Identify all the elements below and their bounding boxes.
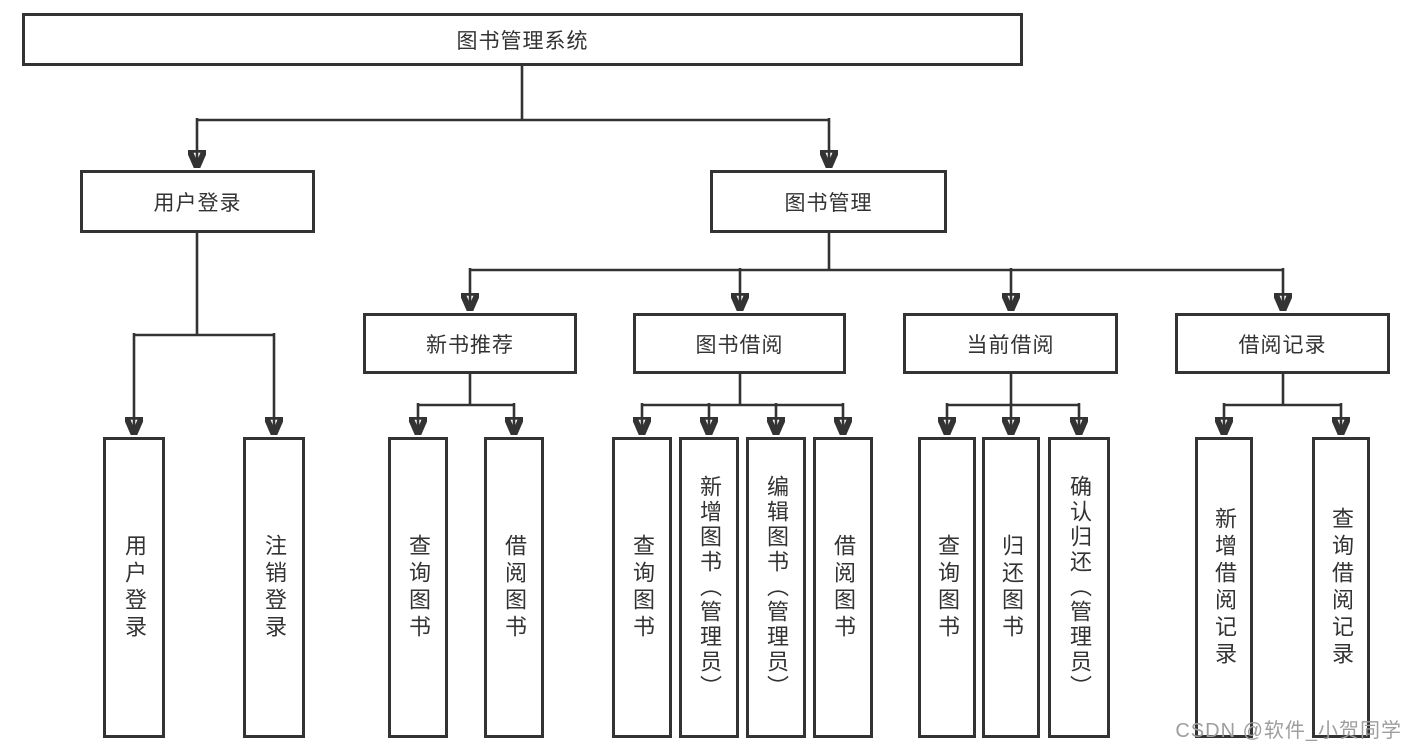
- node-label: 借阅记录: [1238, 333, 1327, 357]
- leaf-edit-books-admin: 编辑图书（管理员）: [746, 437, 806, 738]
- leaf-return-books: 归还图书: [982, 437, 1040, 738]
- node-label: 借阅图书: [831, 533, 856, 642]
- node-book-borrow: 图书借阅: [633, 313, 846, 374]
- node-user-login: 用户登录: [80, 170, 315, 233]
- connector-user-login-children: [134, 232, 274, 435]
- node-label: 查询借阅记录: [1329, 506, 1354, 669]
- connector-current-borrow-children: [947, 374, 1079, 435]
- node-book-management: 图书管理: [710, 170, 947, 233]
- connector-book-management-children: [470, 232, 1283, 311]
- leaf-add-books-admin: 新增图书（管理员）: [679, 437, 739, 738]
- connector-book-borrow-children: [642, 374, 843, 435]
- connector-root-to-level2: [197, 65, 829, 168]
- node-label: 编辑图书（管理员）: [764, 475, 789, 700]
- leaf-query-books-2: 查询图书: [612, 437, 672, 738]
- leaf-confirm-return-admin: 确认归还（管理员）: [1048, 437, 1110, 738]
- node-library-management-system: 图书管理系统: [22, 13, 1023, 66]
- leaf-add-borrow-record: 新增借阅记录: [1195, 437, 1253, 738]
- leaf-query-books-3: 查询图书: [918, 437, 976, 738]
- leaf-borrow-books-2: 借阅图书: [813, 437, 873, 738]
- node-label: 归还图书: [999, 533, 1024, 642]
- node-label: 确认归还（管理员）: [1067, 475, 1092, 700]
- node-new-book-recommend: 新书推荐: [363, 313, 577, 374]
- node-label: 新书推荐: [426, 333, 514, 357]
- node-label: 借阅图书: [502, 533, 527, 642]
- node-current-borrow: 当前借阅: [903, 313, 1118, 374]
- leaf-user-login: 用户登录: [103, 437, 165, 738]
- node-label: 用户登录: [122, 533, 147, 642]
- node-label: 查询图书: [630, 533, 655, 642]
- node-label: 新增图书（管理员）: [697, 475, 722, 700]
- leaf-logout: 注销登录: [243, 437, 305, 738]
- connector-new-book-children: [418, 374, 514, 435]
- node-label: 当前借阅: [966, 333, 1055, 357]
- node-label: 新增借阅记录: [1212, 506, 1237, 669]
- node-label: 图书管理系统: [456, 29, 589, 53]
- node-label: 用户登录: [153, 191, 242, 215]
- connector-borrow-records-children: [1224, 374, 1341, 435]
- node-label: 图书管理: [784, 191, 873, 215]
- csdn-watermark: CSDN @软件_小贺同学: [1175, 720, 1402, 742]
- leaf-query-borrow-record: 查询借阅记录: [1312, 437, 1370, 738]
- node-label: 查询图书: [406, 533, 431, 642]
- node-label: 注销登录: [262, 533, 287, 642]
- leaf-borrow-books-1: 借阅图书: [484, 437, 544, 738]
- node-label: 图书借阅: [695, 333, 784, 357]
- node-label: 查询图书: [935, 533, 960, 642]
- leaf-query-books-1: 查询图书: [388, 437, 448, 738]
- node-borrow-records: 借阅记录: [1175, 313, 1390, 374]
